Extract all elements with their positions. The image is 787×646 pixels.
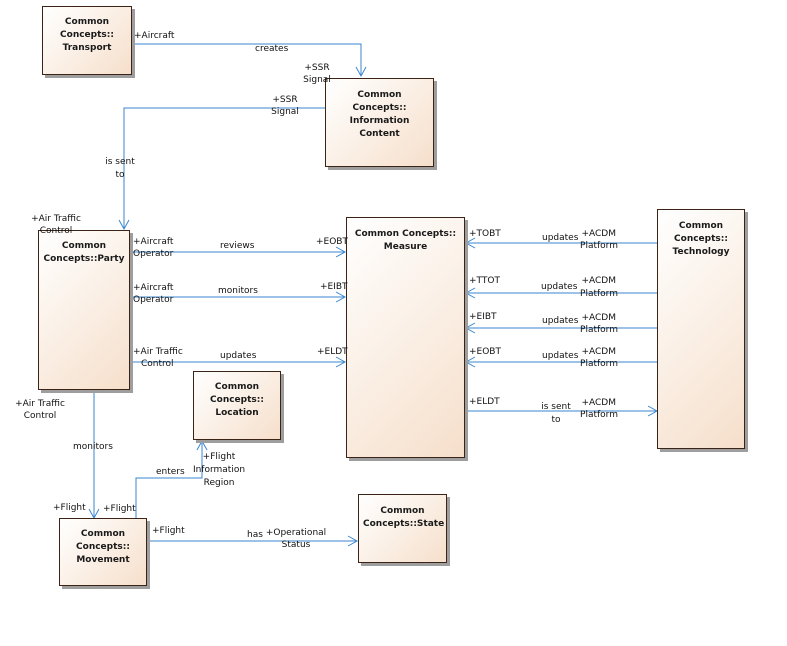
role-ttot: +TTOT — [469, 276, 500, 286]
role-acdm-eibt-2: Platform — [580, 325, 618, 335]
role-acdm-ttot-1: +ACDM — [581, 276, 616, 286]
class-state-name: Common Concepts::State — [363, 506, 445, 529]
role-acdm-eobt-2: Platform — [580, 359, 618, 369]
role-eobt-right: +EOBT — [469, 347, 501, 357]
class-information-content[interactable]: Common Concepts:: Information Content — [325, 78, 434, 167]
connector-enters[interactable] — [135, 441, 203, 518]
arrowhead-has — [347, 535, 359, 547]
role-atc-monitor-2: Control — [23, 411, 57, 421]
role-operational-status-2: Status — [281, 540, 311, 550]
class-technology[interactable]: Common Concepts:: Technology — [657, 209, 745, 449]
assoc-name-updates-eobt: updates — [542, 351, 579, 361]
role-acdm-eobt-1: +ACDM — [581, 347, 616, 357]
role-fir-3: Region — [203, 478, 235, 488]
role-ssr-signal-source-2: Signal — [271, 107, 299, 117]
arrowhead-updates-ttot — [464, 287, 476, 299]
class-movement-name: Common Concepts:: Movement — [76, 529, 130, 565]
assoc-name-enters: enters — [156, 467, 185, 477]
arrowhead-updates-eibt — [464, 322, 476, 334]
role-aircraft-operator-2: Operator — [133, 249, 174, 259]
role-eldt-left: +ELDT — [317, 347, 348, 357]
role-atc-monitor-1: +Air Traffic — [15, 399, 65, 409]
arrowhead-updates-eobt — [464, 356, 476, 368]
role-eibt-left: +EIBT — [320, 282, 348, 292]
role-acdm-eldt-1: +ACDM — [581, 398, 616, 408]
role-acdm-eldt-2: Platform — [580, 410, 618, 420]
role-flight-enters-source: +Flight — [103, 504, 136, 514]
arrowhead-updates-tobt — [464, 237, 476, 249]
arrowhead-reviews — [335, 246, 347, 258]
role-flight-has-source: +Flight — [152, 526, 185, 536]
class-transport-name: Common Concepts:: Transport — [60, 17, 114, 53]
role-atc-source-1: +Air Traffic — [133, 347, 183, 357]
assoc-name-reviews: reviews — [220, 241, 255, 251]
class-measure[interactable]: Common Concepts:: Measure — [346, 217, 465, 458]
role-ssr-signal-source-1: +SSR — [272, 95, 298, 105]
class-state[interactable]: Common Concepts::State — [358, 494, 447, 563]
role-aircraft-operator-3: +Aircraft — [133, 283, 174, 293]
class-measure-name: Common Concepts:: Measure — [354, 229, 457, 252]
assoc-name-has: has — [247, 530, 263, 540]
arrowhead-creates — [355, 66, 367, 78]
class-information-content-name: Common Concepts:: Information Content — [349, 90, 410, 139]
assoc-name-monitors-movement: monitors — [73, 442, 113, 452]
role-ssr-signal-target-1: +SSR — [304, 63, 330, 73]
connector-is-sent-to-party[interactable] — [123, 107, 325, 229]
role-acdm-tobt-1: +ACDM — [581, 229, 616, 239]
role-acdm-eibt-1: +ACDM — [581, 313, 616, 323]
role-aircraft-operator-1: +Aircraft — [133, 237, 174, 247]
class-location-name: Common Concepts:: Location — [210, 382, 264, 418]
class-party-name: Common Concepts::Party — [43, 241, 125, 264]
assoc-name-monitors: monitors — [218, 286, 258, 296]
role-fir-1: +Flight — [202, 452, 236, 462]
class-party[interactable]: Common Concepts::Party — [38, 230, 130, 390]
role-aircraft-operator-4: Operator — [133, 295, 174, 305]
assoc-name-updates-tobt: updates — [542, 233, 579, 243]
class-location[interactable]: Common Concepts:: Location — [193, 371, 281, 440]
role-atc-target-1: +Air Traffic — [31, 214, 81, 224]
assoc-name-updates-party: updates — [220, 351, 257, 361]
assoc-name-updates-eibt: updates — [542, 316, 579, 326]
arrowhead-is-sent-to-party — [118, 219, 130, 231]
role-tobt: +TOBT — [469, 229, 501, 239]
arrowhead-enters — [196, 439, 208, 451]
role-atc-target-2: Control — [39, 226, 73, 236]
role-acdm-tobt-2: Platform — [580, 241, 618, 251]
assoc-name-is-sent: is sent — [105, 157, 135, 167]
role-eldt-right: +ELDT — [469, 397, 500, 407]
role-fir-2: Information — [192, 465, 246, 475]
assoc-name-is-sent-tech: is sent — [541, 402, 571, 412]
role-eobt-left: +EOBT — [316, 237, 348, 247]
class-transport[interactable]: Common Concepts:: Transport — [42, 6, 132, 75]
role-aircraft: +Aircraft — [134, 31, 175, 41]
role-eibt-right: +EIBT — [469, 312, 497, 322]
role-ssr-signal-target-2: Signal — [303, 75, 331, 85]
arrowhead-updates-measure — [335, 356, 347, 368]
class-movement[interactable]: Common Concepts:: Movement — [59, 518, 147, 586]
connector-creates[interactable] — [132, 43, 362, 76]
role-operational-status-1: +Operational — [265, 528, 327, 538]
role-flight-movement-target: +Flight — [53, 503, 86, 513]
assoc-name-updates-ttot: updates — [541, 282, 578, 292]
role-acdm-ttot-2: Platform — [580, 289, 618, 299]
assoc-name-creates: creates — [255, 44, 289, 54]
role-atc-source-2: Control — [141, 359, 174, 369]
class-technology-name: Common Concepts:: Technology — [672, 221, 730, 257]
assoc-name-to: to — [115, 170, 125, 180]
assoc-name-to-tech: to — [551, 415, 561, 425]
arrowhead-monitors-measure — [335, 291, 347, 303]
